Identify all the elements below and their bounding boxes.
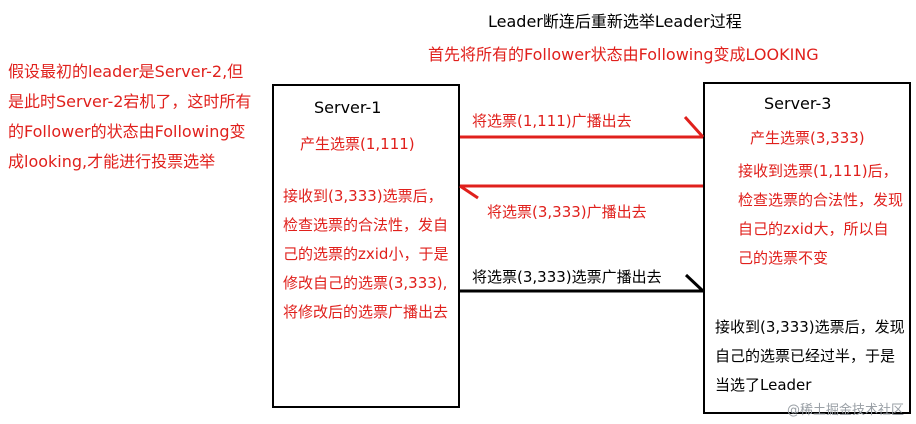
server3-result: 接收到(3,333)选票后，发现自己的选票已经过半，于是当选了Leader — [715, 318, 905, 394]
diagram-title: Leader断连后重新选举Leader过程 — [488, 12, 742, 31]
server1-vote: 产生选票(1,111) — [300, 135, 415, 153]
server3-title: Server-3 — [764, 94, 832, 113]
server1-box — [272, 84, 460, 408]
arrow3-head — [684, 273, 705, 293]
server1-title: Server-1 — [314, 98, 382, 117]
server3-vote: 产生选票(3,333) — [750, 129, 865, 147]
server3-box — [703, 82, 911, 414]
watermark: @稀土掘金技术社区 — [786, 403, 904, 418]
diagram-subtitle: 首先将所有的Follower状态由Following变成LOOKING — [428, 45, 819, 64]
server1-action: 接收到(3,333)选票后，检查选票的合法性，发自己的选票的zxid小，于是修改… — [283, 187, 449, 321]
left-note: 假设最初的leader是Server-2,但是此时Server-2宕机了，这时所… — [8, 62, 252, 171]
arrow2-label: 将选票(3,333)广播出去 — [487, 203, 647, 221]
arrow1-label: 将选票(1,111)广播出去 — [472, 112, 632, 130]
arrow2-head — [459, 184, 479, 200]
server3-action: 接收到选票(1,111)后，检查选票的合法性，发现自己的zxid大，所以自己的选… — [738, 162, 904, 267]
arrow3-label: 将选票(3,333)选票广播出去 — [472, 268, 662, 286]
arrow1-head — [683, 115, 705, 139]
